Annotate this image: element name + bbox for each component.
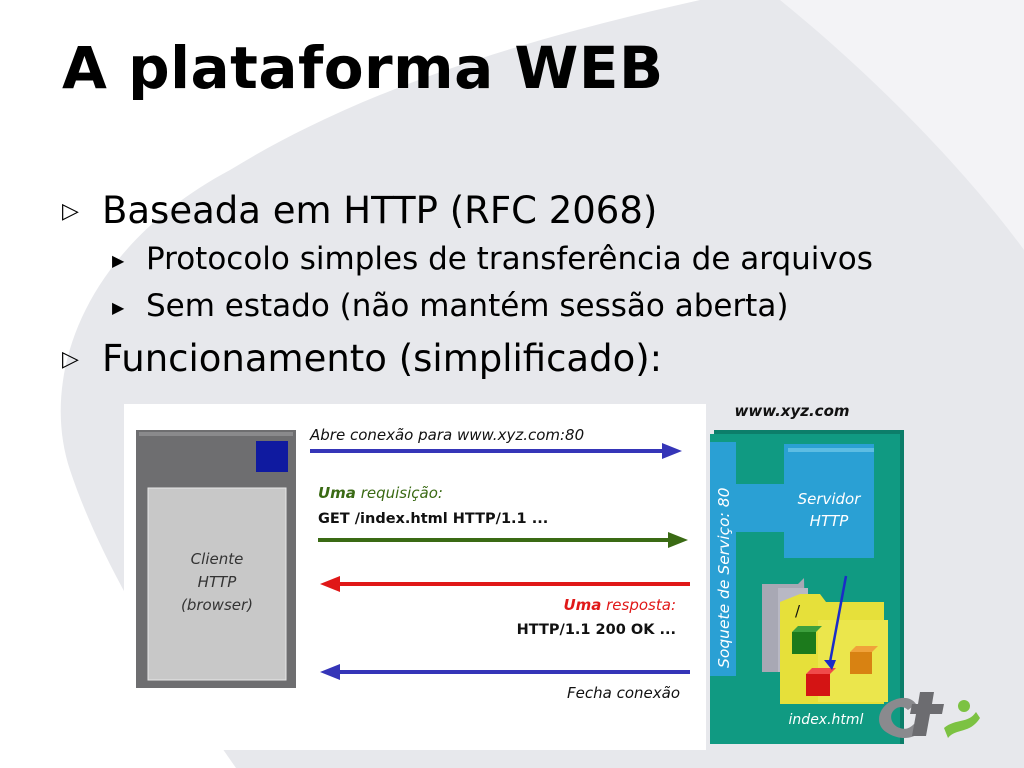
orange-file-icon bbox=[850, 652, 872, 674]
response-caption: resposta: bbox=[601, 596, 676, 614]
triangle-solid-icon: ▶ bbox=[112, 251, 125, 270]
response-line: HTTP/1.1 200 OK ... bbox=[517, 622, 676, 638]
green-file-icon bbox=[792, 632, 816, 654]
server-label-line: Servidor bbox=[798, 490, 862, 508]
close-connection-label: Fecha conexão bbox=[567, 684, 680, 702]
http-server-block bbox=[784, 444, 874, 558]
slide-title: A plataforma WEB bbox=[62, 34, 664, 102]
server-label-line: HTTP bbox=[810, 512, 850, 530]
institution-logo bbox=[879, 692, 980, 738]
http-diagram: Cliente HTTP (browser) Abre conexão para… bbox=[124, 402, 904, 750]
http-client-box: Cliente HTTP (browser) bbox=[136, 430, 296, 688]
sub-bullet-text: Protocolo simples de transferência de ar… bbox=[146, 241, 873, 277]
bullet-item: ▷ Funcionamento (simplificado): bbox=[62, 334, 1012, 384]
request-arrow: Uma requisição: GET /index.html HTTP/1.1… bbox=[318, 484, 688, 548]
response-arrow: Uma resposta: HTTP/1.1 200 OK ... bbox=[320, 576, 690, 638]
server-to-file-arrow bbox=[828, 575, 848, 663]
service-socket-label: Soquete de Serviço: 80 bbox=[715, 487, 733, 668]
close-connection-arrow: Fecha conexão bbox=[320, 664, 690, 702]
response-prefix: Uma bbox=[563, 596, 601, 614]
client-indicator-square bbox=[256, 441, 288, 472]
sub-bullet-item: ▶ Protocolo simples de transferência de a… bbox=[62, 236, 1012, 283]
server-hostname: www.xyz.com bbox=[734, 402, 849, 420]
open-connection-arrow: Abre conexão para www.xyz.com:80 bbox=[309, 426, 682, 459]
socket-connector bbox=[736, 484, 784, 532]
root-folder-label: / bbox=[795, 602, 801, 620]
service-socket-bar bbox=[710, 442, 736, 676]
web-server-box: www.xyz.com Soquete de Serviço: 80 Servi… bbox=[710, 402, 904, 744]
bullet-text: Funcionamento (simplificado): bbox=[102, 337, 663, 380]
open-connection-label: Abre conexão para www.xyz.com:80 bbox=[309, 426, 584, 444]
sub-bullet-item: ▶ Sem estado (não mantém sessão aberta) bbox=[62, 283, 1012, 330]
request-line: GET /index.html HTTP/1.1 ... bbox=[318, 511, 548, 527]
sub-bullet-text: Sem estado (não mantém sessão aberta) bbox=[146, 288, 789, 324]
request-label: Uma requisição: bbox=[318, 484, 443, 502]
index-file-label: index.html bbox=[789, 712, 864, 728]
triangle-solid-icon: ▶ bbox=[112, 298, 125, 317]
bullet-item: ▷ Baseada em HTTP (RFC 2068) bbox=[62, 186, 1012, 236]
response-label: Uma resposta: bbox=[563, 596, 676, 614]
client-label-line: (browser) bbox=[181, 596, 253, 614]
client-label-line: Cliente bbox=[191, 550, 244, 568]
bullet-list: ▷ Baseada em HTTP (RFC 2068) ▶ Protocolo s… bbox=[62, 186, 1012, 384]
request-prefix: Uma bbox=[318, 484, 356, 502]
triangle-outline-icon: ▷ bbox=[62, 347, 79, 372]
client-label-line: HTTP bbox=[198, 573, 238, 591]
request-caption: requisição: bbox=[356, 484, 443, 502]
triangle-outline-icon: ▷ bbox=[62, 199, 79, 224]
bullet-text: Baseada em HTTP (RFC 2068) bbox=[102, 189, 658, 232]
index-file-icon bbox=[806, 674, 830, 696]
